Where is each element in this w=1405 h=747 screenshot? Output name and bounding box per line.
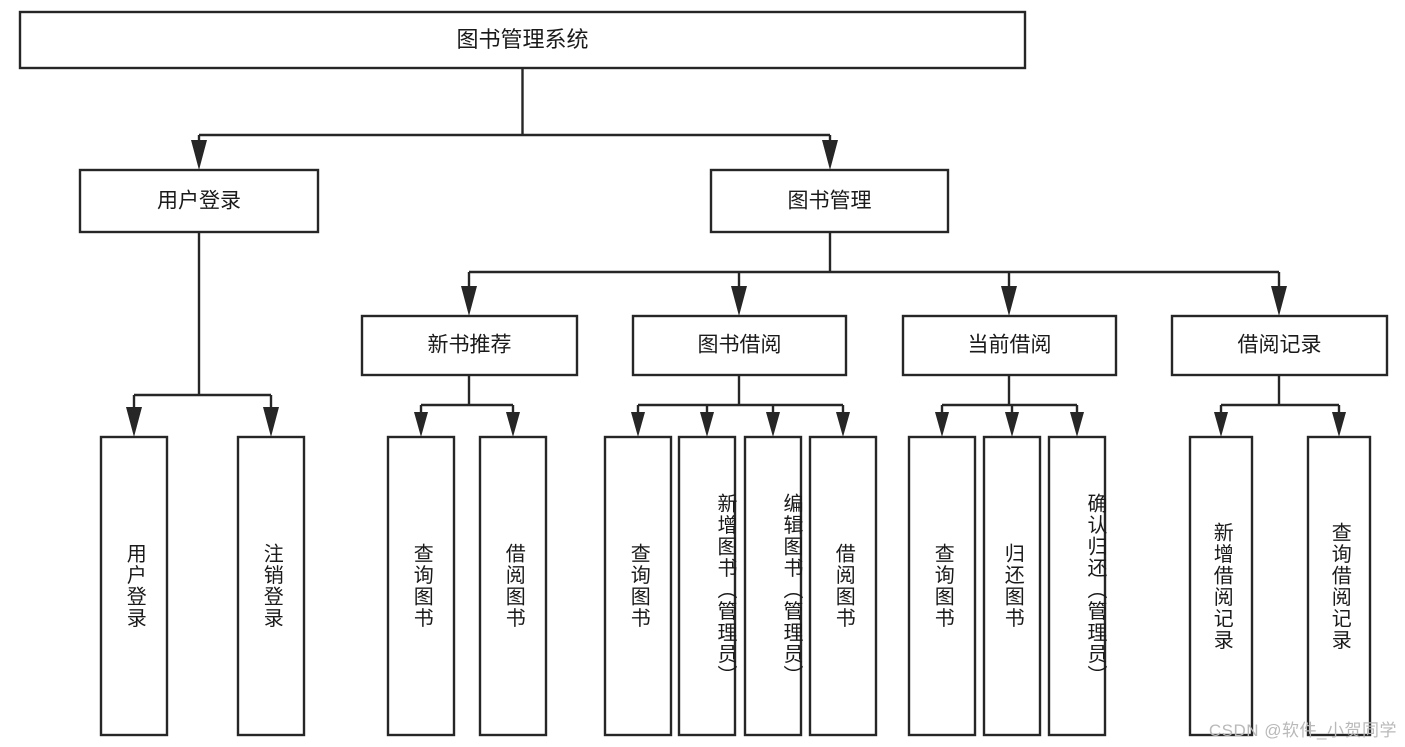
node-new-book-recommend-box[interactable]	[360, 314, 579, 377]
leaf-boxes-group	[99, 435, 1372, 737]
leaf-borrow-book-2-box[interactable]	[808, 435, 878, 737]
arrowhead-current-borrow	[1001, 286, 1017, 316]
node-root[interactable]: 图书管理系统	[18, 10, 1027, 70]
node-borrow-record-label: 借阅记录	[1238, 334, 1322, 357]
leaf-query-book-1-box[interactable]	[386, 435, 456, 737]
arrowhead-leaf-query-record	[1332, 412, 1346, 437]
node-user-login-box[interactable]	[78, 168, 320, 234]
node-book-borrow-label: 图书借阅	[698, 334, 782, 357]
node-book-manage-label: 图书管理	[788, 190, 872, 213]
node-current-borrow[interactable]: 当前借阅	[901, 314, 1118, 377]
connector-group-user-login-to-leaves	[126, 232, 279, 437]
arrowhead-leaf-add-book	[700, 412, 714, 437]
arrowhead-book-borrow	[731, 286, 747, 316]
leaf-confirm-return-box[interactable]	[1047, 435, 1107, 737]
arrowhead-leaf-query-book-3	[935, 412, 949, 437]
node-root-box[interactable]	[18, 10, 1027, 70]
arrowhead-borrow-record	[1271, 286, 1287, 316]
node-current-borrow-box[interactable]	[901, 314, 1118, 377]
node-user-login-label: 用户登录	[157, 190, 241, 213]
arrowhead-leaf-logout	[263, 407, 279, 437]
leaf-user-login-box[interactable]	[99, 435, 169, 737]
leaf-borrow-book-1-box[interactable]	[478, 435, 548, 737]
arrowhead-leaf-borrow-book-1	[506, 412, 520, 437]
connector-group-new-book-recommend-to-leaves	[414, 375, 520, 437]
node-book-borrow[interactable]: 图书借阅	[631, 314, 848, 377]
node-book-manage[interactable]: 图书管理	[709, 168, 950, 234]
node-borrow-record[interactable]: 借阅记录	[1170, 314, 1389, 377]
node-book-manage-box[interactable]	[709, 168, 950, 234]
connector-group-borrow-record-to-leaves	[1214, 375, 1346, 437]
connector-group-book-borrow-to-leaves	[631, 375, 850, 437]
leaf-edit-book-box[interactable]	[743, 435, 803, 737]
connector-group-book-manage-to-level3	[461, 232, 1287, 316]
arrowhead-leaf-borrow-book-2	[836, 412, 850, 437]
node-user-login[interactable]: 用户登录	[78, 168, 320, 234]
node-new-book-recommend-label: 新书推荐	[428, 334, 512, 357]
node-borrow-record-box[interactable]	[1170, 314, 1389, 377]
arrowhead-user-login	[191, 140, 207, 170]
node-root-label: 图书管理系统	[456, 27, 588, 52]
leaf-query-book-2-box[interactable]	[603, 435, 673, 737]
leaf-add-record-box[interactable]	[1188, 435, 1254, 737]
node-current-borrow-label: 当前借阅	[968, 334, 1052, 357]
connector-group-current-borrow-to-leaves	[935, 375, 1084, 437]
arrowhead-book-manage	[822, 140, 838, 170]
leaf-query-record-box[interactable]	[1306, 435, 1372, 737]
leaf-logout-box[interactable]	[236, 435, 306, 737]
arrowhead-leaf-edit-book	[766, 412, 780, 437]
leaf-return-book-box[interactable]	[982, 435, 1042, 737]
arrowhead-new-book-recommend	[461, 286, 477, 316]
arrowhead-leaf-confirm-return	[1070, 412, 1084, 437]
leaf-query-book-3-box[interactable]	[907, 435, 977, 737]
leaf-add-book-box[interactable]	[677, 435, 737, 737]
arrowhead-leaf-user-login	[126, 407, 142, 437]
arrowhead-leaf-add-record	[1214, 412, 1228, 437]
arrowhead-leaf-query-book-1	[414, 412, 428, 437]
arrowhead-leaf-query-book-2	[631, 412, 645, 437]
node-new-book-recommend[interactable]: 新书推荐	[360, 314, 579, 377]
connector-group-root-to-level2	[191, 68, 838, 170]
node-book-borrow-box[interactable]	[631, 314, 848, 377]
csdn-watermark: CSDN @软件_小贺同学	[1208, 721, 1397, 740]
arrowhead-leaf-return-book	[1005, 412, 1019, 437]
